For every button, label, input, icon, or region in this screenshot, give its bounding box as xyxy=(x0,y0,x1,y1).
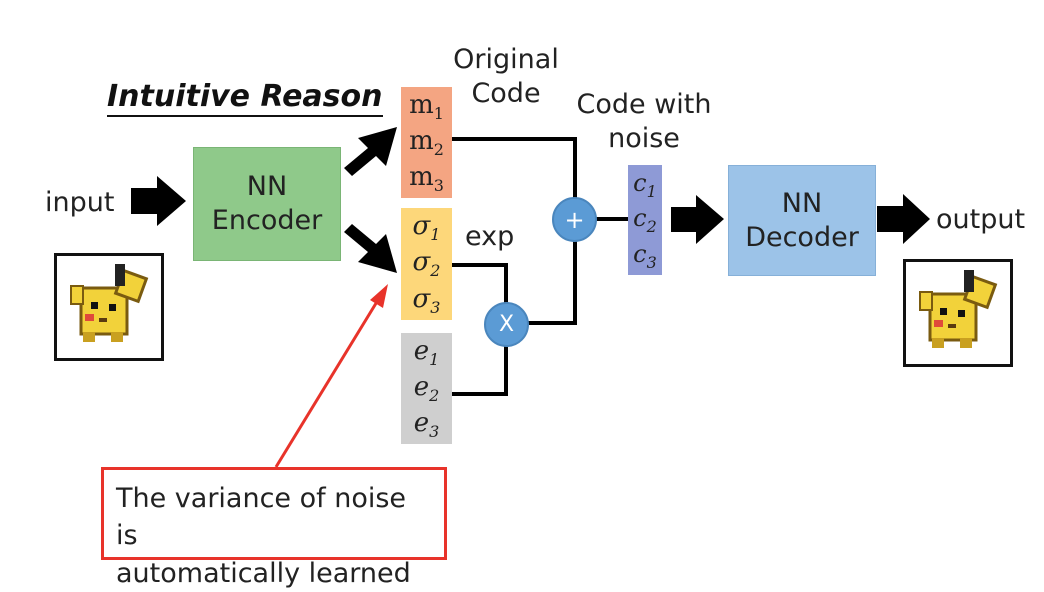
code-to-decoder-arrow xyxy=(671,195,724,244)
exp-label: exp xyxy=(465,221,515,252)
code-with-noise-line1: Code with xyxy=(576,89,712,120)
sigma-1: σ1 xyxy=(412,211,441,245)
note-line1: The variance of noise is xyxy=(116,483,407,552)
code-c2: c2 xyxy=(633,204,657,236)
output-image xyxy=(903,259,1013,367)
noise-e1: e1 xyxy=(413,335,440,370)
mean-m2: m2 xyxy=(409,125,444,160)
noise-e2: e2 xyxy=(413,371,440,406)
sigma-line xyxy=(452,263,508,305)
code-with-noise-line2: noise xyxy=(608,122,680,154)
nn-encoder-box: NN Encoder xyxy=(193,147,341,261)
times-symbol: X xyxy=(498,312,515,337)
input-image xyxy=(54,253,164,361)
times-operator: X xyxy=(484,302,529,347)
noise-e3: e3 xyxy=(413,407,440,442)
mean-vector: m1 m2 m3 xyxy=(401,87,452,198)
annotation-arrow-line xyxy=(274,299,380,468)
diagram-title: Intuitive Reason xyxy=(107,80,383,117)
note-line2: automatically learned xyxy=(116,557,411,589)
code-c3: c3 xyxy=(633,239,657,272)
annotation-note: The variance of noise is automatically l… xyxy=(101,467,447,589)
mean-m1: m1 xyxy=(409,89,444,124)
mean-m3: m3 xyxy=(409,161,444,196)
encoder-line2: Encoder xyxy=(211,205,323,236)
output-arrow xyxy=(877,194,930,244)
pikachu-input-icon xyxy=(70,264,149,342)
code-c1: c1 xyxy=(633,168,657,201)
original-code-label: Original Code xyxy=(451,43,561,111)
original-code-line2: Code xyxy=(471,77,541,109)
code-with-noise-label: Code with noise xyxy=(571,88,717,156)
pikachu-output-icon xyxy=(919,270,998,348)
original-code-line1: Original xyxy=(453,44,559,75)
product-line xyxy=(526,239,577,325)
nn-decoder-box: NN Decoder xyxy=(728,165,876,276)
sigma-2: σ2 xyxy=(412,247,441,281)
output-label: output xyxy=(936,204,1026,235)
noise-line xyxy=(452,344,508,396)
decoder-line2: Decoder xyxy=(745,221,859,253)
sigma-vector: σ1 σ2 σ3 xyxy=(401,208,452,320)
decoder-line1: NN xyxy=(781,187,823,219)
mean-line xyxy=(452,137,577,200)
encoder-to-sigma-arrow xyxy=(344,224,397,273)
code-vector: c1 c2 c3 xyxy=(628,165,662,275)
encoder-line1: NN xyxy=(246,171,288,203)
noise-vector: e1 e2 e3 xyxy=(401,333,452,444)
sigma-3: σ3 xyxy=(412,283,441,317)
encoder-to-mean-arrow xyxy=(344,127,397,176)
plus-symbol: + xyxy=(564,205,585,234)
plus-operator: + xyxy=(552,197,597,242)
input-arrow xyxy=(131,176,186,226)
input-label: input xyxy=(45,187,115,218)
annotation-arrowhead xyxy=(370,284,388,308)
